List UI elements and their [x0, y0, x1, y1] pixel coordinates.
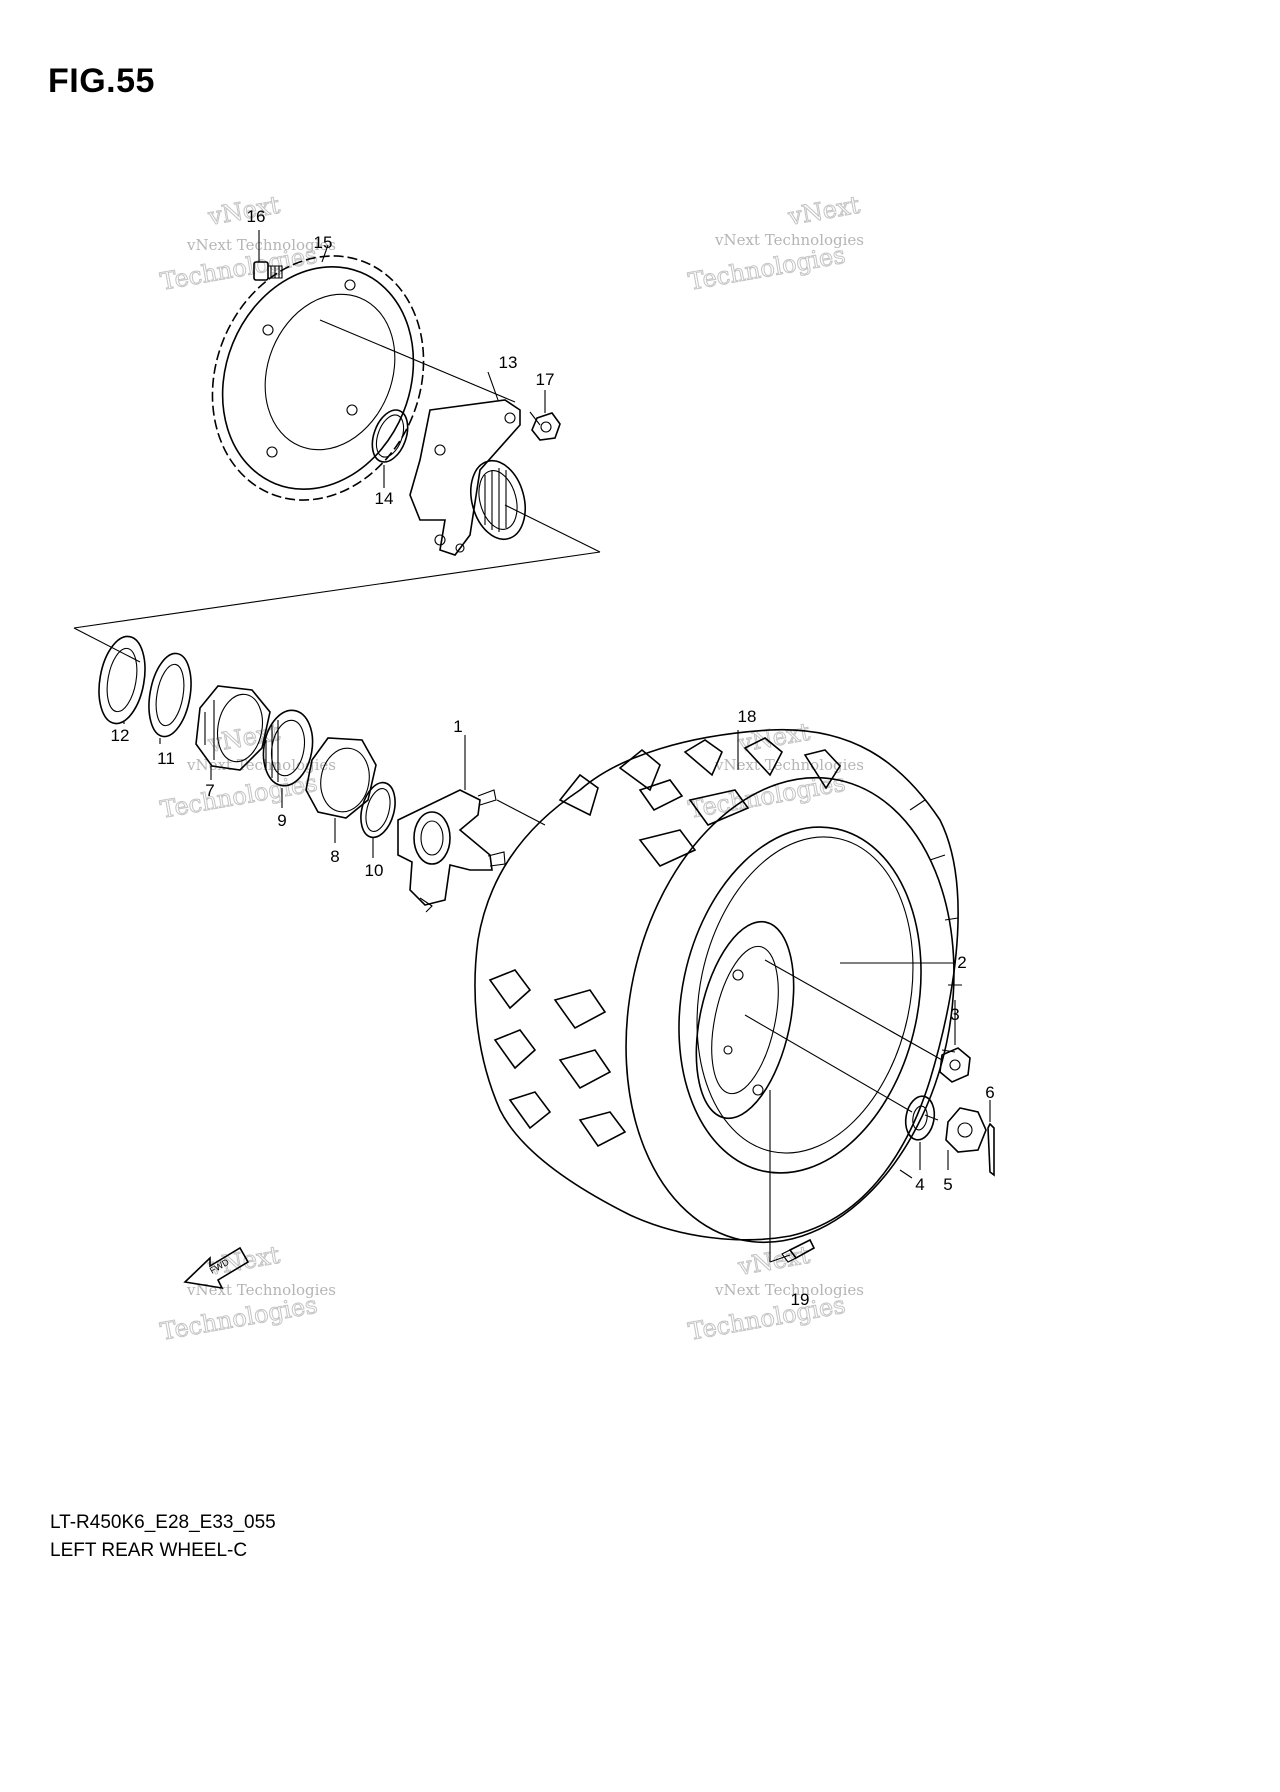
lock-nut-part-7	[195, 685, 271, 771]
callout-18: 18	[738, 707, 757, 726]
cotter-pin-part-6	[987, 1122, 995, 1177]
svg-text:vNext Technologies: vNext Technologies	[186, 1281, 336, 1299]
svg-text:vNext: vNext	[785, 191, 862, 231]
valve-part-19	[781, 1238, 816, 1263]
callout-17: 17	[536, 370, 555, 389]
callout-5: 5	[943, 1175, 952, 1194]
svg-text:vNext Technologies: vNext Technologies	[714, 1281, 864, 1299]
svg-text:vNext Technologies: vNext Technologies	[714, 756, 864, 774]
o-ring-part-10	[360, 781, 396, 839]
nut-part-17	[531, 412, 561, 441]
callout-7: 7	[205, 781, 214, 800]
svg-text:vNext: vNext	[205, 718, 282, 758]
tire-assembly-part-18	[474, 728, 962, 1244]
callout-16: 16	[247, 207, 266, 226]
washer-part-4	[904, 1095, 936, 1141]
figure-title: FIG.55	[48, 62, 155, 100]
section-name: LEFT REAR WHEEL-C	[50, 1540, 248, 1561]
watermark-bottom-right: Technologies vNext vNext Technologies	[686, 1240, 864, 1346]
callout-1: 1	[453, 717, 462, 736]
watermark-bottom-left: Technologies vNext vNext Technologies	[158, 1240, 336, 1346]
callout-11: 11	[157, 749, 175, 768]
wheel-nut-part-3	[939, 1047, 971, 1083]
svg-text:vNext: vNext	[205, 191, 282, 231]
hub-part-13	[409, 399, 526, 556]
callout-2: 2	[957, 953, 966, 972]
washer-part-12	[98, 635, 146, 725]
callout-13: 13	[499, 353, 518, 372]
callout-12: 12	[111, 726, 130, 745]
callout-14: 14	[375, 489, 394, 508]
callout-6: 6	[985, 1083, 994, 1102]
svg-text:Technologies: Technologies	[158, 1291, 319, 1346]
svg-text:vNext Technologies: vNext Technologies	[186, 236, 336, 254]
castle-nut-part-5	[945, 1107, 987, 1153]
callout-9: 9	[277, 811, 286, 830]
svg-text:Technologies: Technologies	[686, 241, 847, 296]
o-ring-part-14	[371, 409, 409, 463]
bolt-part-16	[253, 230, 283, 281]
washer-part-11	[148, 652, 192, 738]
callout-19: 19	[791, 1290, 810, 1309]
callout-15: 15	[314, 233, 333, 252]
svg-text:Technologies: Technologies	[158, 769, 319, 824]
svg-text:vNext Technologies: vNext Technologies	[186, 756, 336, 774]
svg-text:vNext Technologies: vNext Technologies	[714, 231, 864, 249]
svg-text:Technologies: Technologies	[686, 1291, 847, 1346]
bearing-part-9	[262, 709, 314, 787]
callout-8: 8	[330, 847, 339, 866]
svg-text:Technologies: Technologies	[686, 769, 847, 824]
model-code: LT-R450K6_E28_E33_055	[50, 1512, 276, 1533]
watermark-top-right: Technologies vNext vNext Technologies	[686, 190, 864, 296]
callout-3: 3	[950, 1005, 959, 1024]
callout-10: 10	[365, 861, 384, 880]
nut-part-8	[305, 737, 377, 819]
callout-4: 4	[915, 1175, 924, 1194]
wheel-hub-part-1	[397, 789, 506, 913]
